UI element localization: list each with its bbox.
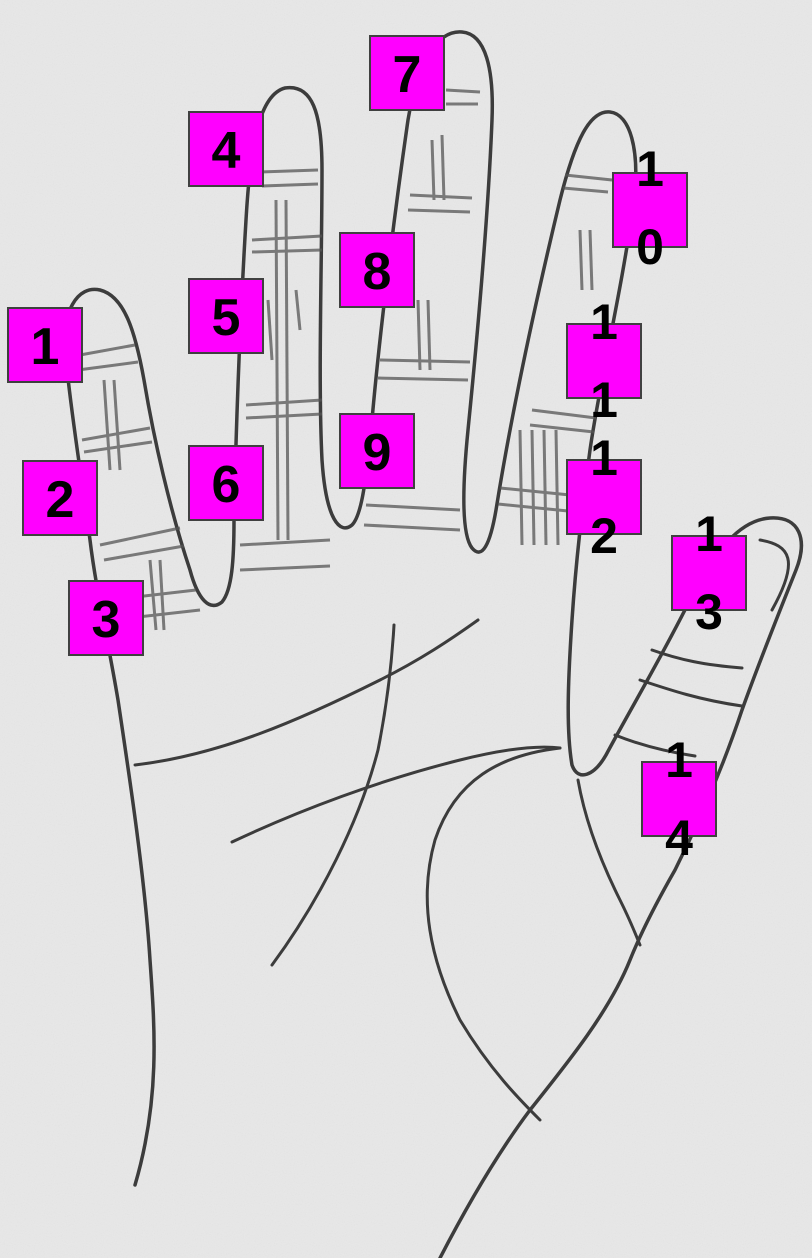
marker-12-text: 12 (590, 419, 618, 575)
marker-11: 11 (566, 323, 642, 399)
marker-4: 4 (188, 111, 264, 187)
marker-5: 5 (188, 278, 264, 354)
marker-6: 6 (188, 445, 264, 521)
marker-10-text: 10 (636, 130, 664, 286)
marker-9: 9 (339, 413, 415, 489)
marker-13-label: 13 (695, 495, 723, 651)
marker-1: 1 (7, 307, 83, 383)
marker-13: 13 (671, 535, 747, 611)
marker-11-label: 11 (590, 283, 618, 439)
marker-14-text: 14 (665, 721, 693, 877)
marker-10-label: 10 (636, 130, 664, 286)
marker-13-text: 13 (695, 495, 723, 651)
marker-3: 3 (68, 580, 144, 656)
marker-8: 8 (339, 232, 415, 308)
marker-11-text: 11 (590, 283, 618, 439)
marker-14-label: 14 (665, 721, 693, 877)
marker-12-label: 12 (590, 419, 618, 575)
marker-14: 14 (641, 761, 717, 837)
marker-7: 7 (369, 35, 445, 111)
marker-12: 12 (566, 459, 642, 535)
marker-10: 10 (612, 172, 688, 248)
marker-2: 2 (22, 460, 98, 536)
